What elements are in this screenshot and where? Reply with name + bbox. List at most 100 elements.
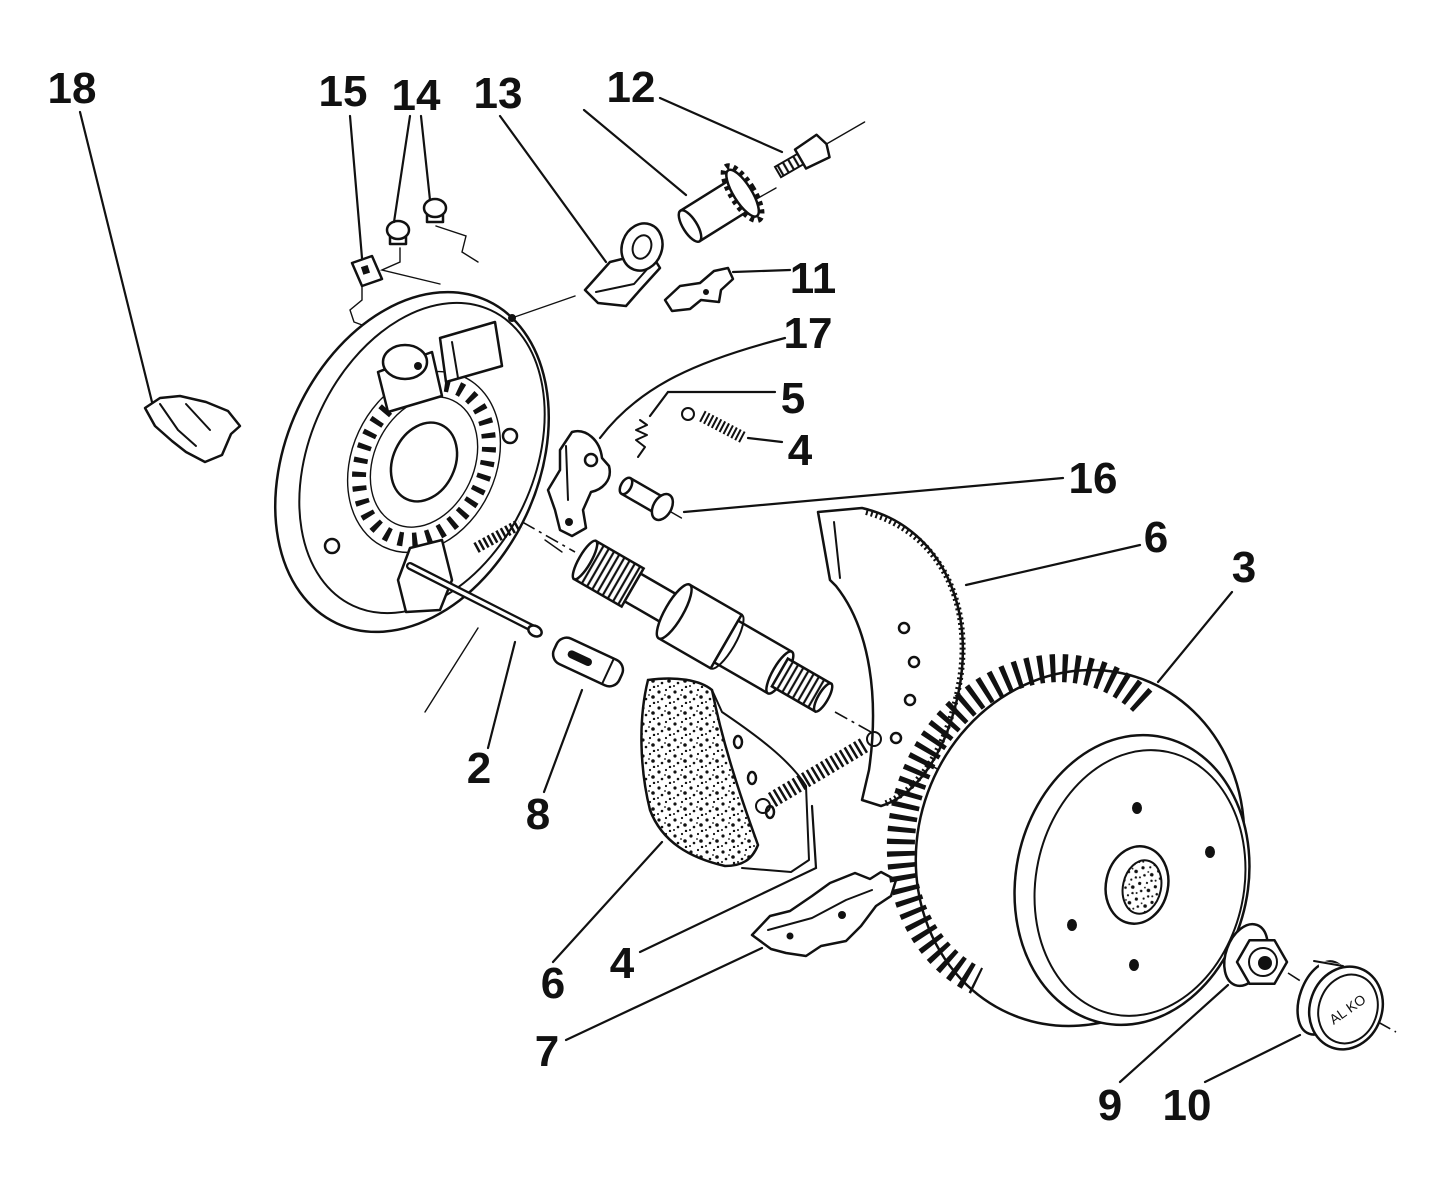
bracket-fold xyxy=(595,265,651,293)
nut-face xyxy=(1248,947,1278,977)
part-12-wheel-cylinder xyxy=(677,163,765,243)
part-2-rod xyxy=(406,562,543,638)
bleeder-hex xyxy=(793,133,831,170)
callout-15: 15 xyxy=(319,67,368,116)
leader-15 xyxy=(348,114,364,260)
washer xyxy=(620,222,664,272)
lever-guide-line xyxy=(544,539,563,553)
clip-edge xyxy=(185,403,211,431)
leader-4-lower xyxy=(638,804,818,954)
lever-plate xyxy=(546,429,612,538)
callout-labels: 18 15 14 13 12 11 17 5 4 16 6 3 2 8 6 4 … xyxy=(48,63,1257,1130)
leader-3 xyxy=(1156,590,1234,684)
leader-lines xyxy=(78,96,1302,1084)
brake-shoe-upper xyxy=(816,506,966,808)
nut-bore xyxy=(1258,956,1272,970)
leader-17 xyxy=(598,336,787,440)
nut-axis-line xyxy=(1287,972,1303,983)
leader-9 xyxy=(1118,983,1230,1084)
cap-side-edge xyxy=(1313,960,1344,967)
lever-hole xyxy=(565,518,573,526)
spring-hook xyxy=(681,407,695,421)
mounting-hole xyxy=(508,314,516,322)
spring-coils xyxy=(699,410,747,444)
callout-13: 13 xyxy=(474,69,523,118)
slot-ring-inner xyxy=(369,396,479,528)
leader-16 xyxy=(682,476,1065,514)
leader-2 xyxy=(486,640,517,750)
backing-plate-center-hole xyxy=(389,421,459,503)
part-9-hub-nut xyxy=(1223,922,1289,988)
callout-14: 14 xyxy=(392,71,441,120)
brake-shoe-lower xyxy=(640,677,810,873)
axle-collar-face xyxy=(655,583,693,640)
return-spring-hook xyxy=(755,798,771,814)
lever-edge xyxy=(565,445,569,501)
leader-4-upper xyxy=(746,436,784,444)
leader-8 xyxy=(542,688,584,794)
upper-shoe-tab-edge xyxy=(833,521,841,579)
callout-18: 18 xyxy=(48,64,97,113)
part-7-lever xyxy=(750,870,898,958)
leader-10 xyxy=(1203,1033,1302,1084)
shoe-rivet-hole xyxy=(903,693,917,707)
rod-tip xyxy=(527,624,543,638)
mounting-boss xyxy=(323,537,341,555)
callout-10: 10 xyxy=(1163,1081,1212,1130)
part-5-clip xyxy=(635,419,648,458)
leader-14b xyxy=(419,114,432,202)
washer-hole xyxy=(631,234,653,260)
bracket-guide-line xyxy=(505,295,576,321)
part-10-hub-cap: AL KO xyxy=(1296,960,1385,1051)
callout-2: 2 xyxy=(467,744,491,793)
leader-14a xyxy=(392,114,412,224)
bolt-guide-line-b xyxy=(435,225,479,263)
small-bracket-hole xyxy=(703,289,709,295)
small-clip-slot xyxy=(360,264,371,275)
axle-inner-end xyxy=(571,539,599,581)
part-15-clip xyxy=(350,254,384,288)
lower-shoe-lining xyxy=(640,677,760,868)
part-11-bracket xyxy=(663,266,735,313)
shoe-rivet-hole xyxy=(907,655,921,669)
leader-13 xyxy=(498,114,608,264)
lower-shoe-web xyxy=(711,689,810,873)
part-17-lever xyxy=(546,429,612,538)
cylinder-flange-teeth xyxy=(720,163,765,224)
cap-face-ring xyxy=(1317,973,1379,1045)
callout-8: 8 xyxy=(526,790,550,839)
leader-11 xyxy=(731,268,792,274)
lever-body xyxy=(750,870,898,958)
callout-4-upper: 4 xyxy=(788,426,813,475)
leader-6-upper xyxy=(964,543,1142,587)
wheel-bolt-hole xyxy=(1129,959,1139,971)
drum-face-lip xyxy=(1033,749,1247,1017)
adjuster-edge xyxy=(601,657,615,685)
leader-6-lower xyxy=(551,840,664,964)
part-14-bolts xyxy=(385,197,448,246)
return-spring-hook xyxy=(866,731,882,747)
pin-end xyxy=(618,476,634,496)
axle-collar-edge xyxy=(709,613,745,670)
brake-drum xyxy=(886,654,1251,1028)
backing-plate-inner-rim xyxy=(298,301,546,615)
callout-16: 16 xyxy=(1069,454,1118,503)
pin-axis xyxy=(669,510,683,519)
lever-hole xyxy=(838,911,846,919)
leader-7 xyxy=(564,946,764,1042)
bolt-guide-line-a xyxy=(379,247,441,285)
wheel-bolt-hole xyxy=(1067,919,1077,931)
stub-axle xyxy=(571,539,834,714)
part-4-upper-spring xyxy=(681,407,747,444)
leader-18 xyxy=(78,110,154,404)
return-spring-coils xyxy=(767,737,871,807)
callout-6-lower: 6 xyxy=(541,959,565,1008)
cylinder-flange xyxy=(725,168,761,218)
shoe-rivet-hole xyxy=(897,621,911,635)
bleeder-axis xyxy=(825,121,866,145)
wheel-cylinder-port xyxy=(414,362,422,370)
bolt-head xyxy=(422,197,448,219)
part-8-adjuster xyxy=(551,636,625,688)
plate-axis-line xyxy=(451,481,576,553)
